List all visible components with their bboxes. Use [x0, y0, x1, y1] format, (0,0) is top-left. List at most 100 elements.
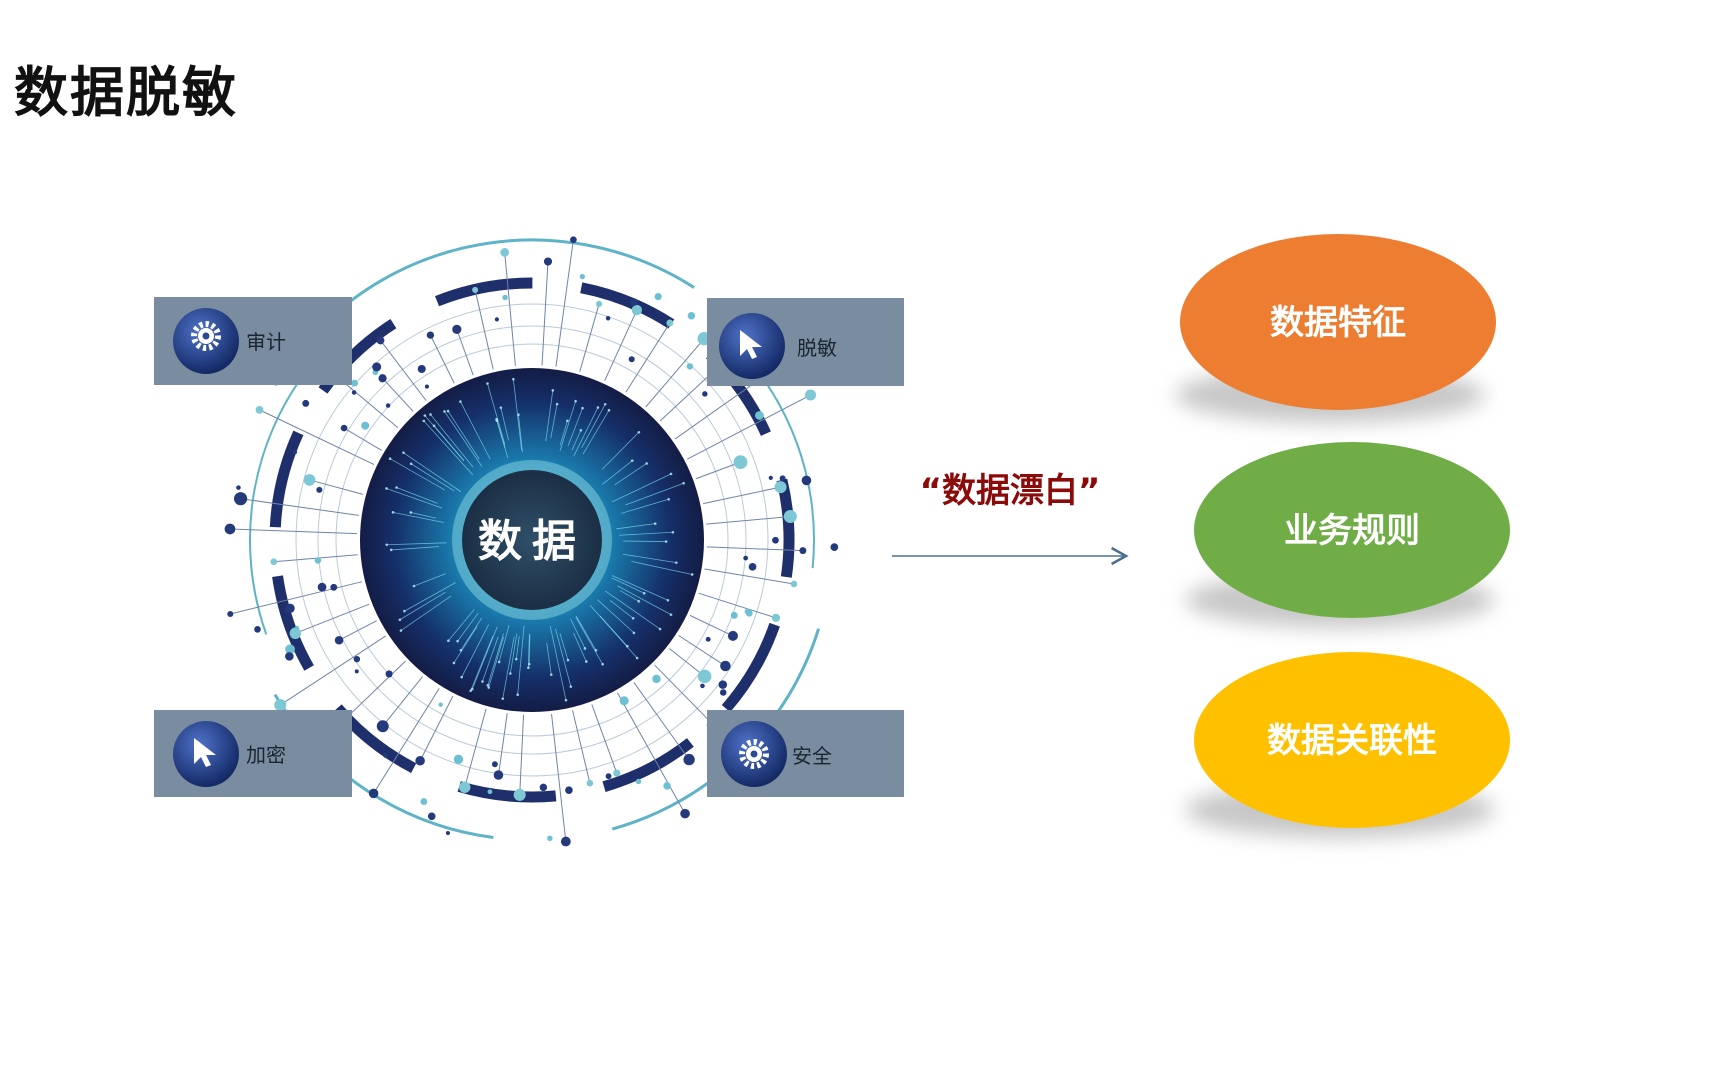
deco-dot [494, 317, 499, 322]
core-ray-dot [564, 698, 568, 702]
deco-dot [539, 783, 548, 792]
deco-dot [254, 626, 261, 633]
deco-dot [502, 294, 508, 301]
core-ray [517, 625, 525, 695]
deco-dot [302, 399, 310, 407]
deco-trace [380, 340, 427, 401]
core-ray-dot [584, 660, 588, 663]
deco-trace [555, 239, 574, 367]
deco-node [270, 558, 278, 566]
deco-trace [669, 648, 705, 677]
deco-trace [373, 688, 440, 794]
core-ray [457, 612, 479, 642]
core-ray-dot [460, 675, 464, 679]
core-ray [502, 636, 515, 699]
deco-node [680, 808, 690, 819]
core-ray [611, 575, 669, 601]
core-ray [617, 585, 672, 616]
core-ray [631, 560, 693, 575]
deco-dot [635, 778, 642, 785]
deco-arc-segment [721, 622, 780, 713]
core-ray [611, 577, 645, 594]
core-ray-dot [512, 377, 515, 381]
outcome-label-business-rules: 业务规则 [1284, 511, 1420, 551]
core-ray [609, 600, 634, 619]
deco-trace [240, 498, 359, 516]
core-ray-dot [566, 419, 569, 423]
core-ray [386, 542, 447, 546]
core-ray [430, 414, 474, 468]
core-ray-dot [388, 457, 392, 460]
deco-dot [801, 475, 812, 486]
deco-dot [372, 362, 382, 372]
core-ray [601, 431, 640, 470]
core-ray [403, 452, 462, 493]
core-ray-dot [658, 627, 662, 631]
data-hub-graphic: 数据 [224, 236, 839, 847]
deco-dot [353, 655, 361, 663]
core-ray-dot [499, 406, 503, 409]
deco-dot [718, 680, 728, 689]
core-ray [404, 582, 456, 612]
deco-node [376, 720, 389, 733]
deco-trace [259, 409, 375, 466]
core-ray-dot [422, 419, 426, 423]
core-ray [399, 591, 446, 621]
deco-arc-segment [272, 575, 314, 671]
core-ray [487, 633, 504, 686]
deco-node [697, 669, 712, 684]
deco-dot [768, 475, 773, 480]
deco-trace [706, 546, 803, 552]
core-ray-dot [497, 660, 501, 664]
deco-dot [748, 562, 757, 571]
deco-dot [743, 555, 749, 561]
core-ray [582, 410, 610, 455]
core-ray-dot [399, 629, 403, 632]
deco-trace [579, 303, 600, 372]
deco-node [804, 389, 817, 401]
cursor-icon [740, 330, 762, 359]
core-ray-dot [456, 639, 459, 643]
core-ray-dot [637, 599, 641, 603]
deco-arc-segment [435, 277, 533, 307]
core-label: 数据 [478, 516, 586, 567]
core-ray [410, 512, 437, 519]
panel-audit-label: 审计 [246, 330, 286, 354]
deco-dot [605, 773, 612, 780]
outcome-label-data-correlation: 数据关联性 [1267, 721, 1437, 761]
deco-node [274, 699, 287, 712]
core-ray-dot [626, 644, 629, 648]
panel-encrypt-label: 加密 [246, 743, 286, 767]
core-ray-dot [551, 389, 555, 392]
core-ray [498, 624, 510, 663]
deco-trace [456, 329, 474, 376]
core-ray-dot [682, 481, 685, 485]
deco-node [227, 610, 234, 618]
core-ray-dot [471, 687, 474, 691]
core-ray-dot [487, 686, 491, 689]
core-ray [619, 531, 673, 536]
core-ray [559, 420, 568, 446]
deco-trace [497, 713, 508, 776]
deco-trace [474, 289, 494, 370]
core-ray-dot [403, 609, 406, 613]
core-ray-dot [389, 548, 393, 552]
core-ray-dot [579, 428, 583, 432]
deco-dot [628, 356, 635, 363]
deco-trace [704, 568, 795, 585]
deco-node [513, 788, 526, 801]
core-ray [471, 626, 498, 690]
core-ray-dot [645, 462, 648, 465]
deco-arc-segment [776, 478, 795, 578]
panel-security-label: 安全 [792, 744, 832, 768]
deco-dot [565, 786, 573, 794]
deco-arc-segment [580, 282, 675, 329]
deco-node [472, 286, 479, 293]
core-ray [423, 420, 474, 476]
core-ray [461, 624, 489, 678]
deco-dot [316, 486, 323, 493]
core-ray-dot [443, 410, 446, 413]
core-ray-dot [527, 666, 530, 670]
core-ray [567, 407, 583, 446]
